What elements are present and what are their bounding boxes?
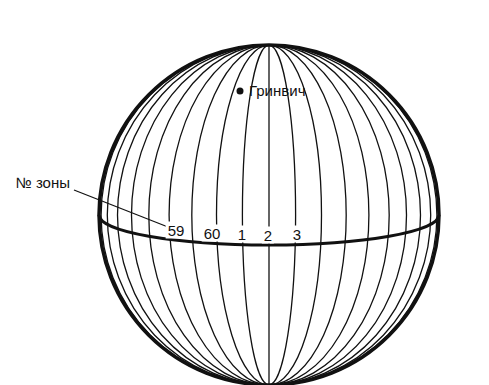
meridian-line xyxy=(101,45,437,385)
meridian-line xyxy=(118,45,421,385)
place-label: Гринвич xyxy=(247,82,307,99)
meridian-line xyxy=(169,45,369,385)
zone-number: 60 xyxy=(202,225,223,242)
meridian-line xyxy=(192,45,346,385)
zone-number: 1 xyxy=(236,226,248,243)
zone-number: 3 xyxy=(291,226,303,243)
meridian-line xyxy=(149,45,389,385)
callout-label: № зоны xyxy=(14,174,72,191)
meridian-line xyxy=(99,45,439,385)
meridian-line xyxy=(217,45,322,385)
meridian-line xyxy=(107,45,430,385)
meridian-line xyxy=(132,45,407,385)
zone-number: 59 xyxy=(166,222,187,239)
zone-number: 2 xyxy=(262,227,274,244)
